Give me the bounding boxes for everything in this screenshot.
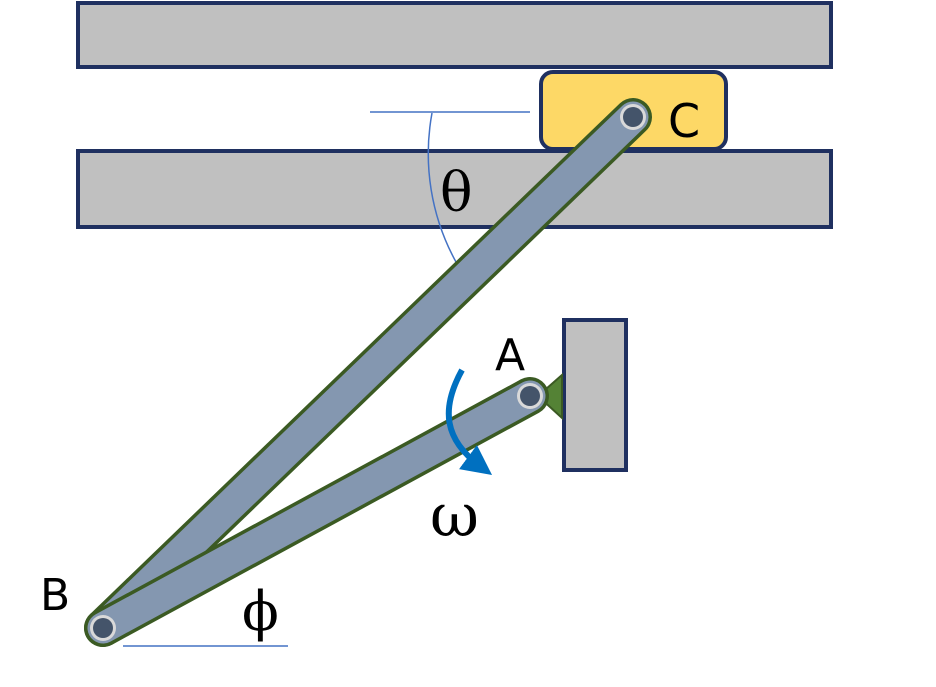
label-point-c: C: [668, 94, 700, 148]
lower-guide-rail: [76, 149, 833, 229]
ground-support: [562, 318, 628, 472]
pin-c: [620, 104, 646, 130]
theta-arc: [427, 112, 457, 263]
upper-guide-rail: [76, 1, 833, 69]
omega-arrow: [445, 368, 493, 475]
pin-a: [517, 383, 543, 409]
label-theta: θ: [440, 161, 473, 224]
label-phi: ϕ: [242, 580, 279, 643]
pivot-bracket: [536, 372, 563, 421]
link-ab: [87, 380, 546, 644]
label-omega: ω: [430, 481, 479, 551]
link-bc: [87, 101, 649, 644]
label-point-a: A: [495, 330, 525, 381]
label-point-b: B: [40, 570, 70, 621]
pin-b: [90, 615, 116, 641]
